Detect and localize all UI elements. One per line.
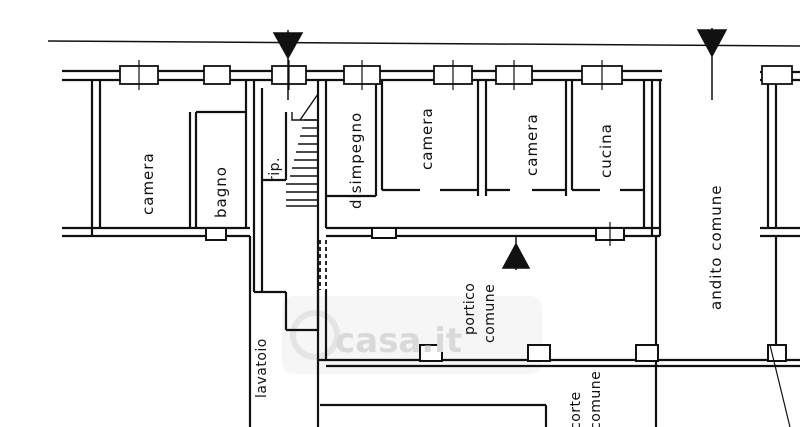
corte-label-line2: comune bbox=[588, 371, 604, 427]
reference-line bbox=[47, 40, 800, 47]
watermark bbox=[282, 296, 542, 374]
staircase bbox=[286, 93, 319, 207]
room-label-ripostiglio: rip. bbox=[267, 157, 283, 182]
corte-label-line1: corte bbox=[568, 391, 584, 427]
room-label-bagno: bagno bbox=[212, 166, 230, 218]
watermark-text: casa.it bbox=[335, 321, 462, 361]
room-label-camera-2: camera bbox=[418, 107, 436, 170]
pillars bbox=[205, 227, 787, 362]
room-label-camera-3: camera bbox=[523, 113, 541, 176]
corte-boundary bbox=[769, 344, 791, 427]
dashed-openings bbox=[319, 240, 327, 290]
room-label-cucina: cucina bbox=[597, 123, 615, 178]
portico-label-line2: comune bbox=[482, 284, 498, 343]
room-label-lavatoio: lavatoio bbox=[254, 338, 270, 398]
room-label-camera-1: camera bbox=[139, 152, 157, 215]
portico-label-line1: portico bbox=[462, 283, 478, 335]
section-arrows bbox=[272, 28, 728, 270]
windows bbox=[119, 60, 793, 246]
room-label-disimpegno: disimpegno bbox=[347, 112, 365, 209]
room-label-andito-comune: andito comune bbox=[707, 185, 725, 311]
